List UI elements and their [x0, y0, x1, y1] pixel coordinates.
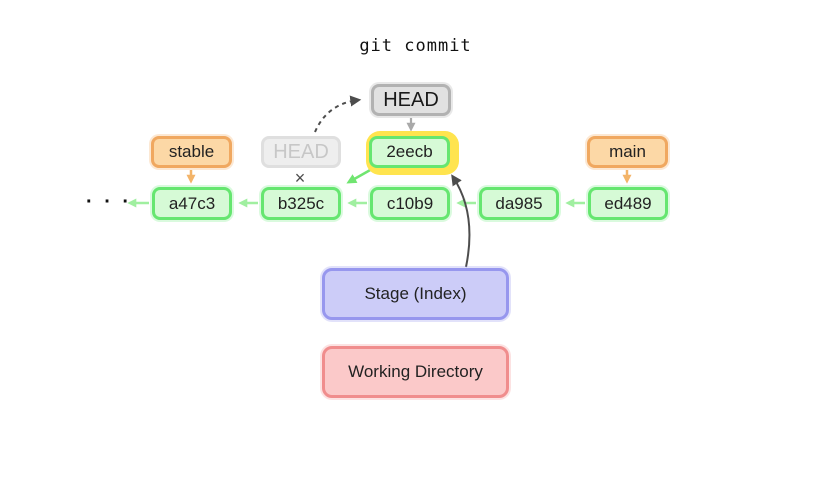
commit-node-da985: da985: [479, 187, 559, 220]
stage-index-node: Stage (Index): [322, 268, 509, 320]
branch-node-stable: stable: [151, 136, 232, 168]
commit-node-b325c: b325c: [261, 187, 341, 220]
edge-oldhead-to-head-dashed: [314, 95, 362, 133]
working-directory-node: Working Directory: [322, 346, 509, 398]
old-head-node: HEAD: [261, 136, 341, 168]
commit-node-c10b9: c10b9: [370, 187, 450, 220]
commit-node-2eecb: 2eecb: [369, 136, 450, 168]
history-ellipsis: · · ·: [86, 191, 133, 213]
commit-node-a47c3: a47c3: [152, 187, 232, 220]
diagram-title: git commit: [359, 36, 472, 56]
head-node: HEAD: [371, 84, 451, 116]
edge-stage-to-2eecb: [451, 174, 471, 268]
branch-node-main: main: [587, 136, 668, 168]
edge-2eecb-to-b325c: [346, 167, 373, 184]
detached-cross-mark: ×: [294, 168, 306, 188]
commit-node-ed489: ed489: [588, 187, 668, 220]
